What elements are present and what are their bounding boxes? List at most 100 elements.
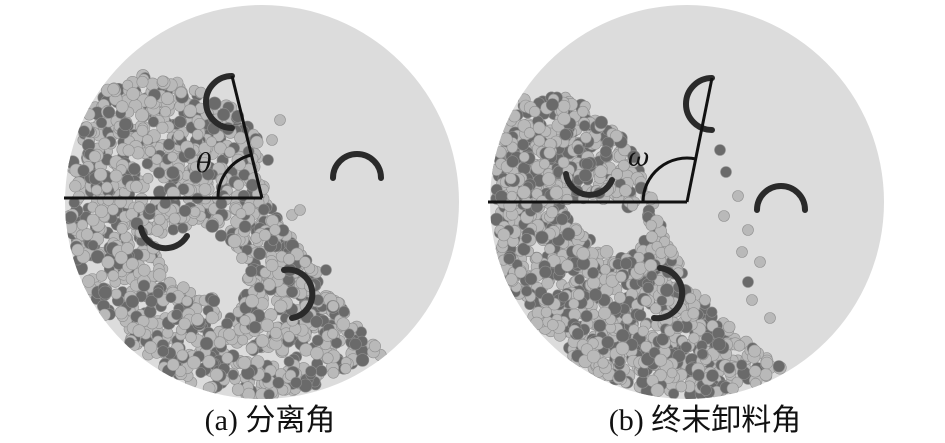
particle xyxy=(546,206,559,219)
particle xyxy=(506,190,518,202)
particle xyxy=(529,316,544,331)
particle xyxy=(700,384,712,396)
particle xyxy=(126,257,139,271)
particle xyxy=(91,184,103,196)
particle xyxy=(748,344,761,358)
particle xyxy=(642,281,655,294)
particle xyxy=(94,204,109,218)
particle xyxy=(98,308,111,321)
particle xyxy=(290,376,302,389)
radius-line-a xyxy=(230,75,264,199)
particle xyxy=(654,353,668,367)
particle xyxy=(558,291,570,303)
particle xyxy=(101,181,113,194)
particle xyxy=(153,166,166,179)
particle xyxy=(355,353,370,367)
particle xyxy=(539,265,552,279)
panel-b-drum: ω xyxy=(488,5,884,399)
particle xyxy=(645,230,658,243)
particle xyxy=(340,363,352,375)
particle xyxy=(588,288,603,302)
particle xyxy=(189,170,203,184)
particle xyxy=(257,203,270,216)
particle xyxy=(294,204,306,216)
particle xyxy=(215,229,228,242)
particle xyxy=(83,108,96,121)
particle xyxy=(98,285,113,300)
particle xyxy=(159,106,171,118)
particle xyxy=(199,336,214,351)
particle xyxy=(587,266,599,279)
particle xyxy=(152,268,167,282)
particle xyxy=(133,201,145,213)
particle xyxy=(726,382,739,395)
particle xyxy=(732,190,744,202)
particle xyxy=(644,258,658,272)
particle xyxy=(749,365,762,378)
particle xyxy=(529,105,541,118)
particle xyxy=(578,120,591,132)
particle xyxy=(69,180,82,193)
particle xyxy=(269,224,281,236)
angle-construction-a xyxy=(64,75,264,200)
particle xyxy=(76,219,88,231)
particle xyxy=(87,239,99,251)
particle xyxy=(742,224,754,236)
particle xyxy=(573,288,585,301)
angle-label-omega: ω xyxy=(628,143,649,173)
particle xyxy=(650,383,665,398)
particle xyxy=(236,252,248,264)
particle xyxy=(712,337,726,352)
particle xyxy=(206,136,217,147)
particle xyxy=(153,213,166,226)
particle xyxy=(166,186,181,200)
particle xyxy=(286,285,299,298)
particle xyxy=(521,285,533,297)
particle xyxy=(163,138,176,151)
particle xyxy=(262,154,274,166)
particle xyxy=(135,108,149,122)
particle xyxy=(239,315,251,327)
particle xyxy=(561,227,576,241)
particle xyxy=(543,146,556,159)
particle xyxy=(198,183,212,196)
particle xyxy=(245,294,259,308)
particle xyxy=(223,328,236,341)
particle xyxy=(272,376,285,389)
particle xyxy=(95,270,108,282)
particle xyxy=(580,157,594,171)
particle xyxy=(561,259,574,272)
particle xyxy=(101,255,115,269)
particle xyxy=(221,352,234,364)
particle xyxy=(136,75,149,88)
particle xyxy=(505,172,517,185)
caption-a: (a) 分离角 xyxy=(204,404,336,437)
particle xyxy=(541,172,556,186)
particle xyxy=(166,166,180,180)
particle xyxy=(263,389,275,399)
particle xyxy=(166,358,180,372)
particle xyxy=(90,249,105,264)
particle xyxy=(494,146,507,159)
particle xyxy=(688,332,700,344)
particle xyxy=(178,317,191,330)
particle xyxy=(147,116,159,128)
particle xyxy=(205,311,219,325)
particle xyxy=(599,145,612,158)
particle xyxy=(580,132,592,144)
particle xyxy=(227,234,242,249)
particle xyxy=(327,300,339,312)
particle xyxy=(706,369,719,382)
particle xyxy=(327,366,340,379)
particle xyxy=(109,169,123,183)
particle xyxy=(173,115,187,129)
particle xyxy=(102,106,116,119)
particle xyxy=(245,342,258,355)
particle xyxy=(508,109,521,123)
particle xyxy=(559,128,572,141)
particle xyxy=(237,356,252,370)
particle xyxy=(233,179,245,191)
particle xyxy=(167,151,178,163)
particle xyxy=(190,313,204,326)
particle xyxy=(615,341,630,356)
